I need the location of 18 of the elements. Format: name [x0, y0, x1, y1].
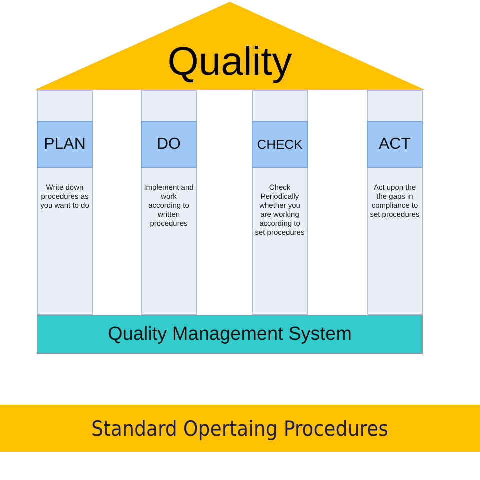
phase-box: [252, 121, 308, 168]
phase-label: ACT: [379, 136, 411, 154]
pillar: [252, 90, 308, 315]
pillar: [367, 90, 423, 315]
phase-label: CHECK: [257, 137, 303, 152]
phase-box: [37, 121, 93, 168]
pillar: [37, 90, 93, 315]
phase-label: PLAN: [44, 136, 86, 154]
footer-label: Standard Opertaing Procedures: [91, 416, 388, 440]
phase-label: DO: [157, 136, 181, 154]
pillar: [141, 90, 197, 315]
roof-triangle: [35, 2, 425, 91]
footer-band: [0, 405, 480, 452]
foundation-label: Quality Management System: [108, 324, 352, 346]
phase-box: [367, 121, 423, 168]
foundation-band: [37, 315, 423, 354]
roof-title: Quality: [166, 40, 294, 85]
phase-box: [141, 121, 197, 168]
